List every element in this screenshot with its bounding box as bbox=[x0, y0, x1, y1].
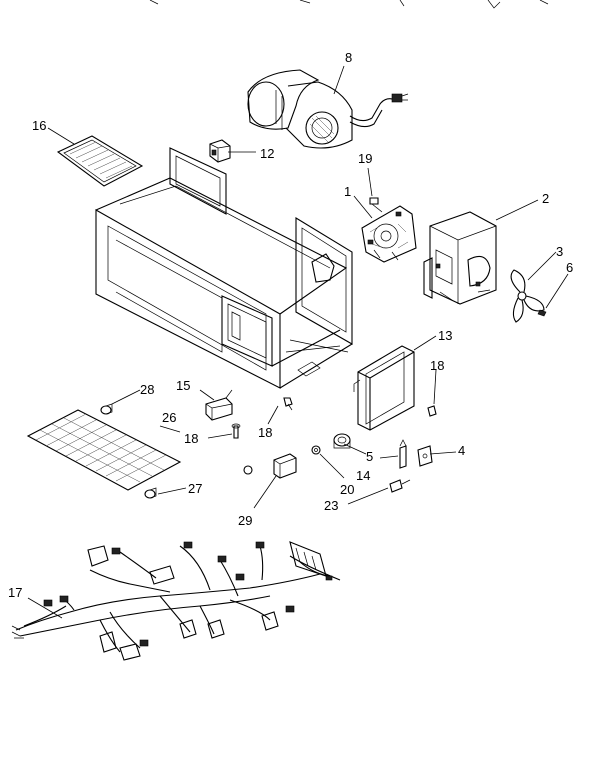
main-chassis bbox=[95, 147, 353, 389]
callout-16: 16 bbox=[32, 118, 46, 133]
callout-5: 5 bbox=[366, 449, 373, 464]
callout-23: 23 bbox=[324, 498, 338, 513]
screw-18-right bbox=[427, 405, 437, 417]
callout-3: 3 bbox=[556, 244, 563, 259]
callout-18-right: 18 bbox=[430, 358, 444, 373]
screw-23 bbox=[389, 479, 411, 493]
callout-12: 12 bbox=[260, 146, 274, 161]
fan-blade bbox=[510, 269, 545, 323]
top-edge-marks bbox=[149, 0, 549, 9]
callout-17: 17 bbox=[8, 585, 22, 600]
callout-20: 20 bbox=[340, 482, 354, 497]
leader-lines bbox=[27, 65, 569, 619]
callout-27: 27 bbox=[188, 481, 202, 496]
frame-bracket bbox=[353, 345, 415, 431]
relay-29 bbox=[243, 453, 297, 479]
screw-18-center bbox=[283, 397, 293, 411]
nut-20 bbox=[311, 445, 321, 455]
cooking-rack bbox=[26, 409, 182, 491]
callout-26: 26 bbox=[162, 410, 176, 425]
fan-housing bbox=[423, 211, 497, 305]
screw-19 bbox=[369, 197, 383, 213]
callout-4: 4 bbox=[458, 443, 465, 458]
callout-6: 6 bbox=[566, 260, 573, 275]
callout-29: 29 bbox=[238, 513, 252, 528]
callout-18-center: 18 bbox=[258, 425, 272, 440]
plug-27 bbox=[144, 487, 157, 499]
callout-19: 19 bbox=[358, 151, 372, 166]
terminal-5 bbox=[399, 439, 407, 469]
plug-28 bbox=[100, 403, 113, 415]
screw-6 bbox=[537, 309, 547, 317]
callout-labels: 8 12 16 19 1 2 3 6 13 18 28 15 26 18 18 … bbox=[8, 50, 573, 600]
blower-assembly bbox=[247, 69, 409, 149]
callout-28: 28 bbox=[140, 382, 154, 397]
callout-15: 15 bbox=[176, 378, 190, 393]
thermostat bbox=[333, 433, 351, 449]
callout-13: 13 bbox=[438, 328, 452, 343]
terminal-4 bbox=[417, 445, 433, 467]
callout-2: 2 bbox=[542, 191, 549, 206]
mounting-bracket-15 bbox=[205, 389, 233, 421]
relay-block bbox=[209, 139, 231, 163]
callout-14: 14 bbox=[356, 468, 370, 483]
screw-18-left bbox=[231, 423, 241, 439]
fan-motor bbox=[361, 205, 417, 263]
wiring-harness bbox=[11, 541, 341, 661]
grease-filter bbox=[56, 135, 144, 187]
callout-18-left: 18 bbox=[184, 431, 198, 446]
callout-1: 1 bbox=[344, 184, 351, 199]
callout-8: 8 bbox=[345, 50, 352, 65]
